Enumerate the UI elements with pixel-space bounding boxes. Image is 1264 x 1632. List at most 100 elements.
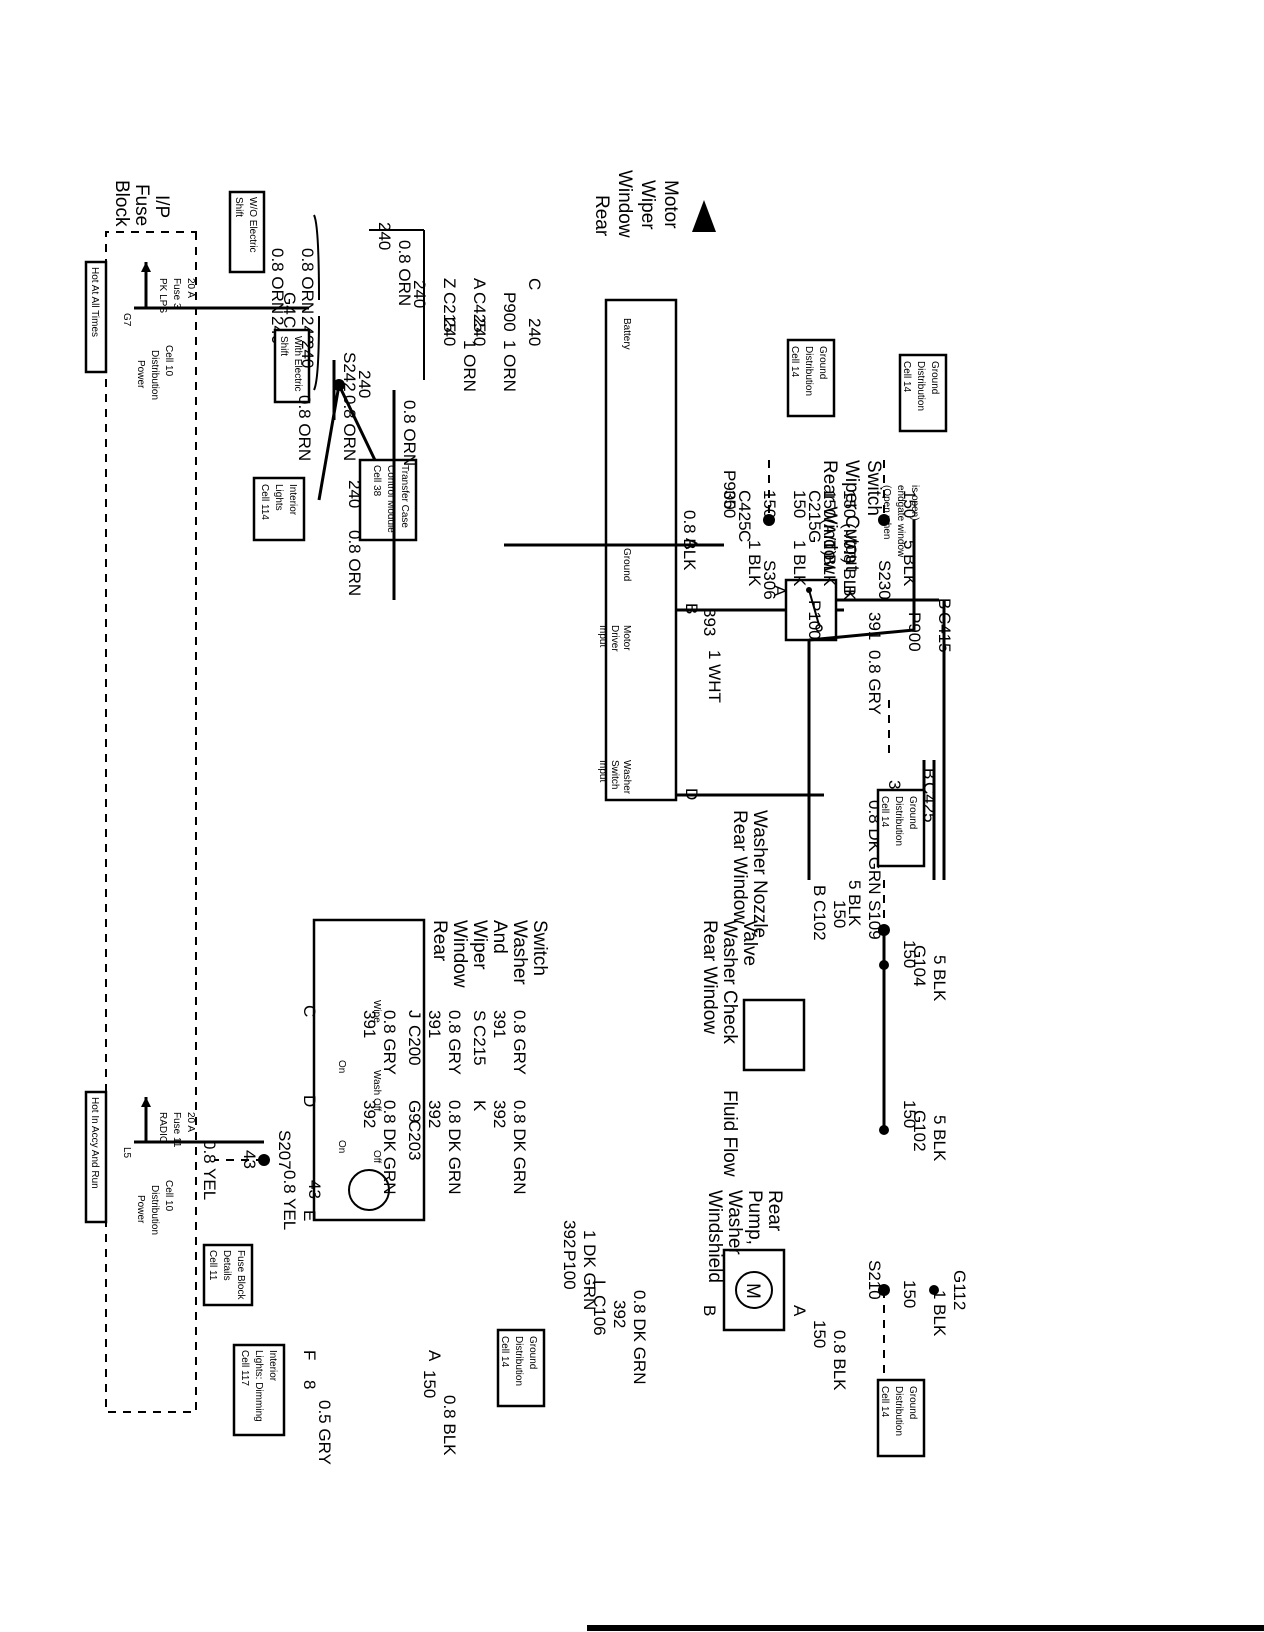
svg-text:5 BLK: 5 BLK (930, 1115, 949, 1162)
svg-text:G104: G104 (910, 945, 929, 987)
check-valve-title: Rear Window Washer Check Valve (699, 920, 760, 1044)
svg-text:Power: Power (135, 1195, 146, 1224)
svg-text:Ground: Ground (907, 1386, 918, 1419)
svg-text:Ground: Ground (907, 796, 918, 829)
svg-text:Rear: Rear (429, 920, 450, 962)
switch-motor-icon (348, 1169, 390, 1211)
svg-text:F: F (300, 1350, 319, 1360)
svg-text:A: A (425, 1350, 444, 1362)
cutout-switch-title: Rear Window Wiper Cutout Switch (Open wh… (819, 460, 920, 574)
svg-text:G102: G102 (910, 1110, 929, 1152)
svg-text:G112: G112 (950, 1270, 969, 1310)
ground-g112-icon (929, 1285, 939, 1295)
svg-text:G9: G9 (405, 1100, 424, 1123)
svg-text:C: C (525, 278, 544, 290)
svg-text:C200: C200 (405, 1025, 424, 1066)
svg-text:150: 150 (900, 1280, 919, 1308)
svg-text:Ground: Ground (621, 548, 632, 581)
svg-text:240: 240 (410, 280, 429, 308)
svg-text:P900: P900 (720, 470, 739, 510)
svg-text:150 (M/T): 150 (M/T) (840, 490, 859, 564)
svg-text:G: G (805, 530, 824, 543)
svg-text:0.8 YEL: 0.8 YEL (280, 1170, 299, 1230)
splice-s306 (763, 514, 775, 526)
power-distribution-label-top: Power Distribution Cell 10 (135, 345, 174, 400)
svg-text:K: K (470, 1100, 489, 1112)
svg-text:240: 240 (375, 222, 394, 250)
svg-text:0.8 ORN: 0.8 ORN (400, 400, 419, 466)
svg-text:0.8 GRY: 0.8 GRY (445, 1010, 464, 1075)
svg-text:S: S (470, 1010, 489, 1021)
svg-text:Battery: Battery (621, 318, 632, 350)
svg-text:Shift: Shift (278, 336, 289, 356)
rear-wiper-washer-switch-box (312, 918, 426, 1222)
ip-fuse-block-label: I/P Fuse Block (111, 180, 172, 227)
svg-text:0.8 DK GRN: 0.8 DK GRN (510, 1100, 529, 1194)
svg-text:A: A (790, 1305, 809, 1317)
svg-text:Distribution: Distribution (803, 346, 814, 396)
svg-text:Distribution: Distribution (513, 1336, 524, 1386)
interior-lights-box (252, 476, 306, 542)
svg-text:0.8 GRY: 0.8 GRY (865, 650, 884, 715)
svg-text:Input: Input (597, 760, 608, 782)
svg-text:5 BLK: 5 BLK (930, 955, 949, 1002)
rear-wiper-motor-box (604, 298, 678, 802)
svg-text:20 A: 20 A (185, 1112, 196, 1132)
motor-icon (735, 1271, 773, 1309)
hot-accy-run-label: Hot In Accy And Run (89, 1097, 100, 1189)
svg-text:0.8 ORN: 0.8 ORN (340, 395, 359, 461)
svg-text:Cell 14: Cell 14 (879, 796, 890, 828)
svg-text:Fuse 11: Fuse 11 (171, 1112, 182, 1148)
svg-text:1 BLK: 1 BLK (820, 540, 839, 587)
svg-text:Distribution: Distribution (149, 350, 160, 400)
svg-text:Wiper Cutout: Wiper Cutout (841, 460, 862, 572)
with-electric-shift-box (273, 328, 311, 404)
svg-text:Cell 114: Cell 114 (259, 484, 270, 520)
rear-wiper-motor-title: Rear Window Wiper Motor (591, 170, 681, 238)
svg-text:240: 240 (440, 318, 459, 346)
svg-text:5 BLK: 5 BLK (845, 880, 864, 927)
svg-text:C203: C203 (405, 1120, 424, 1161)
svg-text:1 WHT: 1 WHT (705, 650, 724, 703)
svg-text:Window: Window (614, 170, 635, 238)
svg-text:On: On (336, 1060, 347, 1073)
svg-text:P100: P100 (560, 1250, 579, 1290)
svg-text:Washer: Washer (621, 760, 632, 795)
svg-text:Cell 38: Cell 38 (371, 465, 382, 497)
svg-text:Motor: Motor (660, 180, 681, 229)
svg-text:0.8 ORN: 0.8 ORN (298, 248, 317, 314)
svg-text:PK LPS: PK LPS (157, 278, 168, 313)
fuse-block-details-box (202, 1243, 254, 1307)
svg-text:Driver: Driver (609, 625, 620, 652)
power-distribution-label-bottom: Power Distribution Cell 10 (135, 1180, 174, 1235)
transfer-case-box (358, 458, 418, 542)
svg-text:S109: S109 (865, 900, 884, 940)
svg-text:C215: C215 (805, 490, 824, 531)
svg-text:Lights: Lights (273, 484, 284, 511)
svg-text:On: On (336, 1140, 347, 1153)
svg-text:Cell 117: Cell 117 (239, 1350, 250, 1386)
washer-pump-title: Windshield Washer Pump, Rear (704, 1190, 785, 1283)
svg-text:Distribution: Distribution (893, 1386, 904, 1436)
svg-text:C106: C106 (590, 1295, 609, 1336)
svg-text:1 BLK: 1 BLK (790, 540, 809, 587)
svg-text:C102: C102 (810, 900, 829, 941)
svg-text:1 BLK: 1 BLK (745, 540, 764, 587)
svg-text:150: 150 (810, 1320, 829, 1348)
svg-text:Shift: Shift (233, 197, 244, 217)
svg-text:Fuse Block: Fuse Block (235, 1250, 246, 1300)
svg-text:P900: P900 (500, 292, 519, 332)
svg-text:Rear Window: Rear Window (819, 460, 840, 574)
svg-text:W/O Electric: W/O Electric (247, 197, 258, 253)
svg-text:Switch: Switch (609, 760, 620, 789)
svg-text:I/P: I/P (151, 195, 172, 218)
svg-text:Washer Check: Washer Check (719, 920, 740, 1044)
svg-text:0.8 BLK: 0.8 BLK (440, 1395, 459, 1456)
svg-text:G7: G7 (121, 313, 132, 327)
svg-text:B: B (682, 603, 701, 614)
svg-text:150: 150 (790, 490, 809, 518)
radio-fuse-label: RADIO Fuse 11 20 A L5 (121, 1112, 196, 1159)
svg-text:(Open when: (Open when (881, 485, 892, 539)
svg-text:Details: Details (221, 1250, 232, 1281)
svg-text:391: 391 (865, 612, 884, 640)
